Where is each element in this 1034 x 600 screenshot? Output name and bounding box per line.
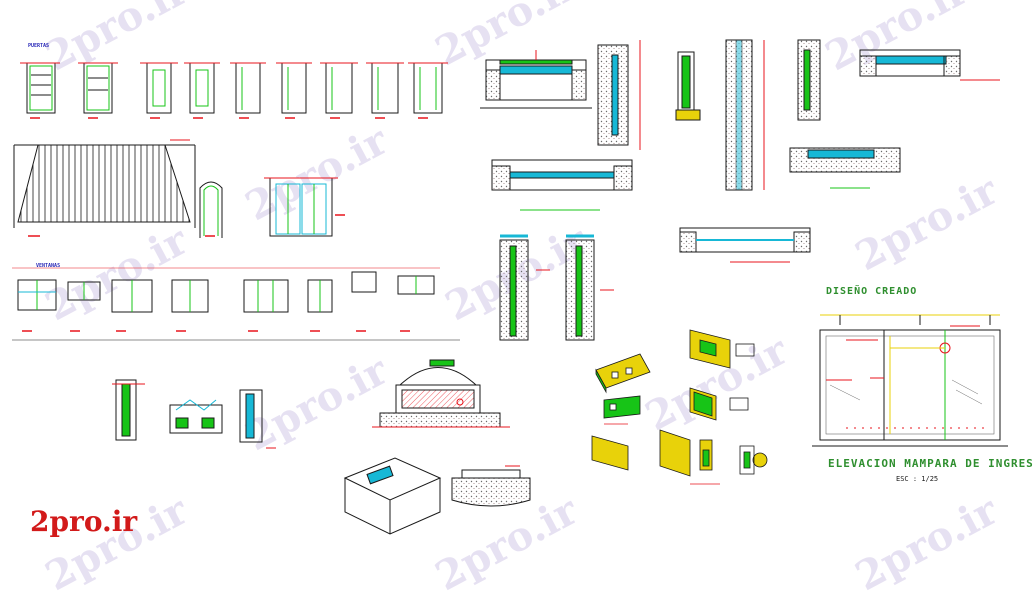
floor-hinge-detail: [343, 359, 531, 535]
lock-details: [112, 379, 276, 449]
slatted-gate-elevation: [13, 139, 196, 237]
doors-elevation-row: [20, 62, 448, 119]
scale-label: ESC : 1/25: [896, 475, 939, 483]
frame-section-details: [480, 39, 1000, 263]
glass-double-door-elevation: [264, 177, 345, 237]
arched-door-elevation: [199, 181, 223, 238]
cad-drawing-sheet: 2pro.ir 2pro.ir 2pro.ir 2pro.ir 2pro.ir …: [12, 0, 1034, 600]
windows-elevation-row: [12, 267, 460, 341]
jamb-sections: [499, 234, 614, 341]
brand-logo: 2pro.ir: [30, 505, 138, 538]
entrance-screen-elevation: [812, 314, 1008, 447]
doors-section-label: PUERTAS: [28, 43, 50, 49]
cad-linework: [12, 39, 1008, 535]
elevation-title: ELEVACION MAMPARA DE INGRESO: [828, 457, 1034, 470]
design-title: DISEÑO CREADO: [826, 286, 918, 297]
hardware-iso-details: [591, 329, 768, 485]
windows-section-label: VENTANAS: [36, 263, 61, 269]
